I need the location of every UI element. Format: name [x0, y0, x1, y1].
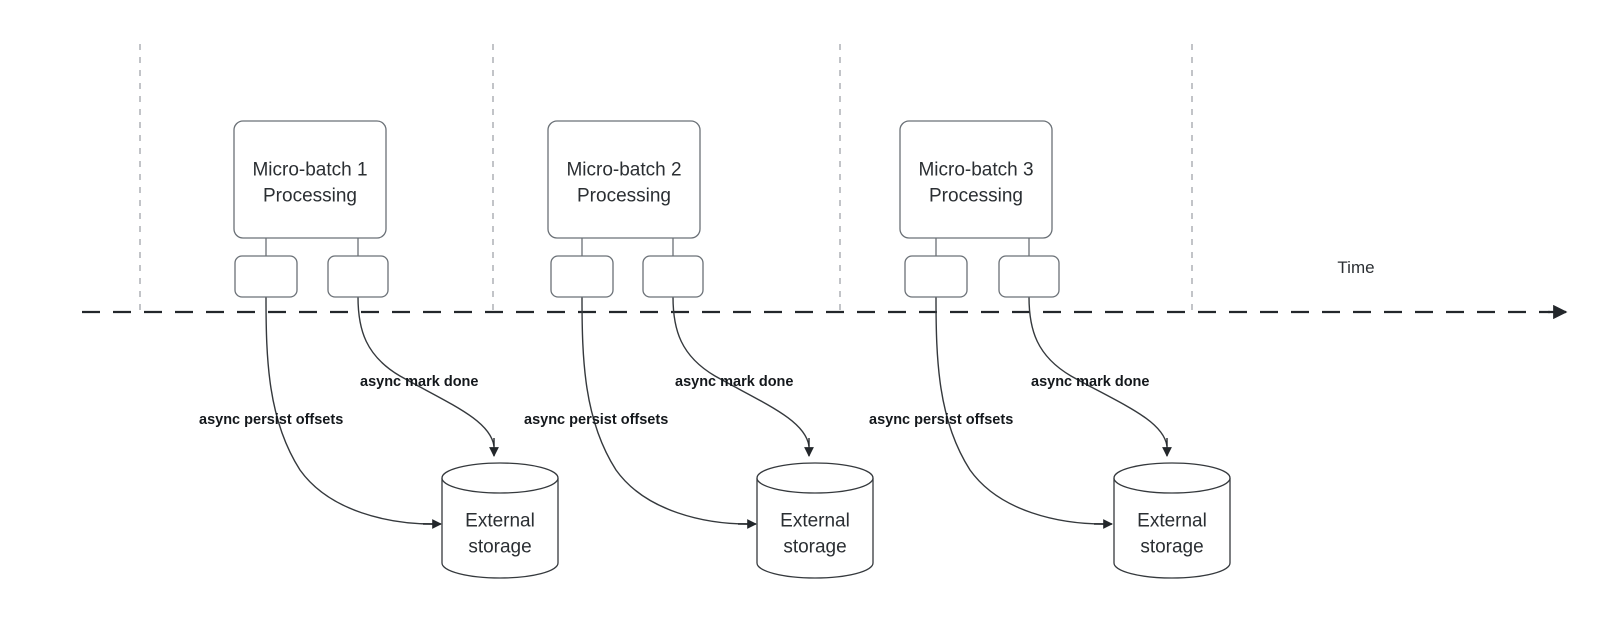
group-3-markdone-task-box[interactable]: [998, 255, 1060, 298]
group-2-storage-cylinder-top: [756, 462, 874, 494]
group-3-storage-label-line2: storage: [1140, 537, 1203, 558]
group-1-persist-task-box[interactable]: [234, 255, 298, 298]
group-1-processing-box[interactable]: [233, 120, 387, 239]
time-axis-label: Time: [1337, 258, 1374, 277]
group-2-processing-label-line1: Micro-batch 2: [566, 160, 681, 181]
persist-offsets-1-path: [265, 296, 434, 525]
group-2: async persist offsets async mark done Micr…: [524, 120, 874, 579]
group-1-storage-cylinder-top: [441, 462, 559, 494]
group-1-storage-cylinder-body[interactable]: [441, 478, 559, 579]
mark-done-1-path: [357, 296, 495, 447]
persist-offsets-3-label: async persist offsets: [869, 412, 1013, 428]
group-3-processing-label-line2: Processing: [929, 186, 1023, 207]
group-1: async persist offsets async mark done Micr…: [199, 120, 559, 579]
mark-done-2-path: [672, 296, 810, 447]
mark-done-3-path: [1028, 296, 1168, 447]
group-2-storage-label-line1: External: [780, 511, 850, 532]
group-1-storage-label-line1: External: [465, 511, 535, 532]
persist-offsets-2-path: [581, 296, 749, 525]
group-1-processing-label-line1: Micro-batch 1: [252, 160, 367, 181]
mark-done-1-label: async mark done: [360, 374, 478, 390]
group-3-processing-box[interactable]: [899, 120, 1053, 239]
mark-done-2-label: async mark done: [675, 374, 793, 390]
group-2-storage-cylinder-body[interactable]: [756, 478, 874, 579]
persist-offsets-3-path: [935, 296, 1105, 525]
group-1-processing-label-line2: Processing: [263, 186, 357, 207]
persist-offsets-2-label: async persist offsets: [524, 412, 668, 428]
group-3: async persist offsets async mark done Micr…: [869, 120, 1231, 579]
micro-batch-groups: async persist offsets async mark done Micr…: [199, 120, 1231, 579]
persist-offsets-1-label: async persist offsets: [199, 412, 343, 428]
group-2-processing-box[interactable]: [547, 120, 701, 239]
group-1-markdone-task-box[interactable]: [327, 255, 389, 298]
group-2-markdone-task-box[interactable]: [642, 255, 704, 298]
mark-done-3-label: async mark done: [1031, 374, 1149, 390]
group-3-storage-cylinder-top: [1113, 462, 1231, 494]
group-3-persist-task-box[interactable]: [904, 255, 968, 298]
group-3-processing-label-line1: Micro-batch 3: [918, 160, 1033, 181]
group-2-persist-task-box[interactable]: [550, 255, 614, 298]
group-1-storage-label-line2: storage: [468, 537, 531, 558]
group-3-storage-label-line1: External: [1137, 511, 1207, 532]
timeline-tick-group: [139, 44, 1193, 312]
group-2-storage-label-line2: storage: [783, 537, 846, 558]
group-3-storage-cylinder-body[interactable]: [1113, 478, 1231, 579]
group-2-processing-label-line2: Processing: [577, 186, 671, 207]
